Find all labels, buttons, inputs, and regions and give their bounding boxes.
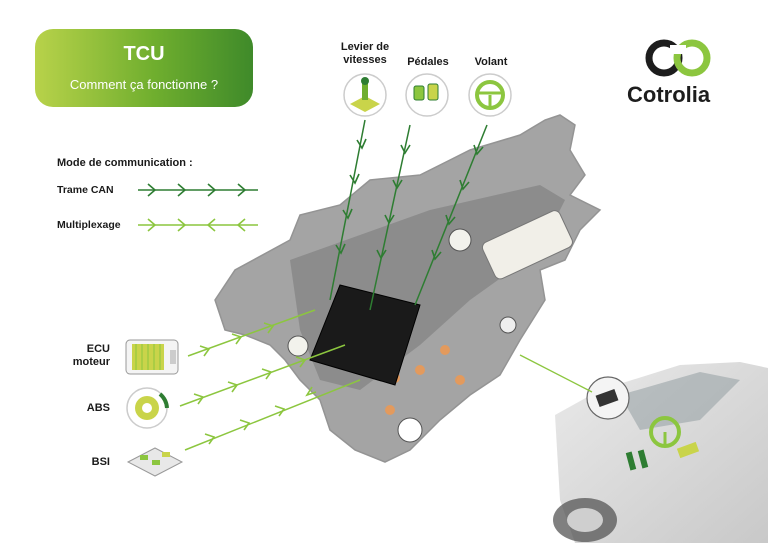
input-label-bsi: BSI — [91, 456, 110, 468]
transmission-plate — [214, 114, 602, 463]
brand-name: Cotrolia — [627, 82, 711, 107]
input-label-abs: ABS — [86, 402, 110, 414]
input-label-steering: Volant — [474, 56, 508, 68]
mux-chevrons-left — [193, 322, 317, 445]
input-label-gear-lever-line1: Levier de — [340, 41, 390, 53]
legend-item-can: Trame CAN — [57, 184, 114, 196]
bsi-icon — [126, 447, 184, 477]
legend-can-chevrons — [147, 183, 247, 197]
cotrolia-logo-icon — [645, 39, 711, 77]
header-card: TCU Comment ça fonctionne ? — [35, 29, 253, 107]
steering-wheel-icon — [468, 73, 512, 117]
legend-mux-chevrons — [147, 218, 246, 232]
input-label-pedals: Pédales — [407, 56, 449, 68]
page-title: TCU — [123, 43, 165, 65]
abs-icon — [126, 387, 169, 429]
input-label-gear-lever: Levier de vitesses — [333, 41, 397, 67]
page-subtitle: Comment ça fonctionne ? — [69, 77, 219, 92]
legend-item-multiplexage: Multiplexage — [57, 219, 121, 231]
input-label-ecu-line2: moteur — [72, 356, 110, 368]
can-chevrons-top — [335, 138, 484, 261]
car-illustration — [519, 354, 768, 543]
legend-title: Mode de communication : — [57, 157, 193, 169]
can-connections-top — [329, 119, 488, 311]
input-label-gear-lever-line2: vitesses — [343, 54, 387, 66]
pedals-icon — [405, 73, 449, 117]
gear-lever-icon — [343, 73, 387, 117]
input-label-ecu-line1: ECU — [86, 343, 110, 355]
input-label-ecu: ECU moteur — [60, 343, 110, 369]
ecu-icon — [125, 339, 179, 375]
